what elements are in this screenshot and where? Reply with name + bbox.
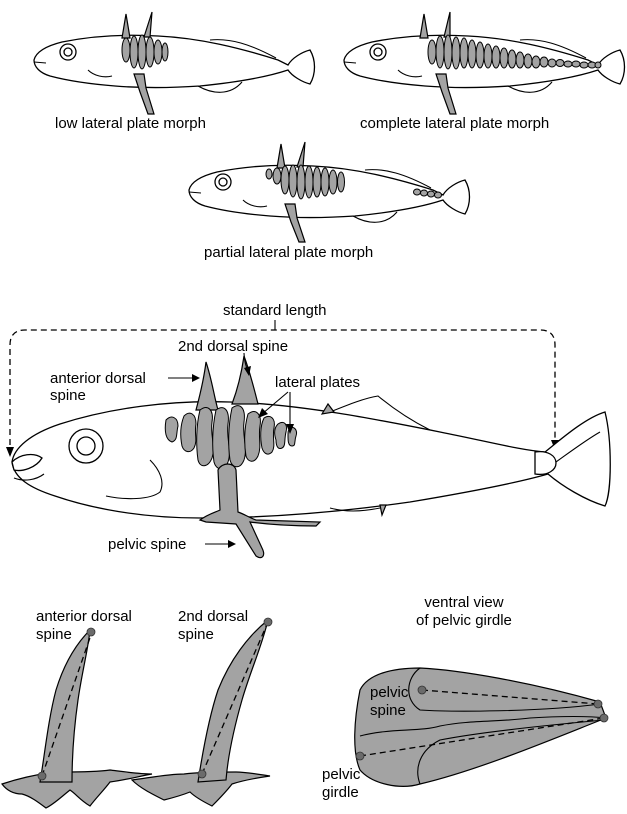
anterior-dorsal-spine-detail — [2, 628, 152, 808]
ventral-view-title: ventral view of pelvic girdle — [416, 594, 512, 630]
anterior-spine-detail-line2: spine — [36, 626, 132, 644]
ventral-pelvic-spine-line1: pelvic — [370, 684, 408, 702]
pelvic-spine-label: pelvic spine — [108, 536, 186, 553]
standard-length-label: standard length — [223, 302, 326, 319]
fish-complete-morph — [344, 12, 625, 114]
ventral-view-title-line2: of pelvic girdle — [416, 612, 512, 630]
ventral-view-title-line1: ventral view — [416, 594, 512, 612]
anterior-dorsal-spine-label-line2: spine — [50, 387, 146, 404]
ventral-pelvic-spine-line2: spine — [370, 702, 408, 720]
fish-low-morph — [34, 12, 315, 114]
fish-annotated — [6, 320, 610, 558]
anterior-spine-detail-line1: anterior dorsal — [36, 608, 132, 626]
ventral-pelvic-girdle-line2: girdle — [322, 784, 360, 802]
anterior-dorsal-spine-label-line1: anterior dorsal — [50, 370, 146, 387]
fish-partial-morph — [189, 142, 470, 242]
ventral-pelvic-spine-label: pelvic spine — [370, 684, 408, 720]
anterior-dorsal-spine-label: anterior dorsal spine — [50, 370, 146, 404]
second-dorsal-spine-detail — [132, 618, 272, 806]
second-spine-detail-line1: 2nd dorsal — [178, 608, 248, 626]
anterior-dorsal-spine — [196, 362, 218, 410]
ventral-pelvic-girdle-label: pelvic girdle — [322, 766, 360, 802]
low-morph-label: low lateral plate morph — [55, 115, 206, 132]
complete-morph-label: complete lateral plate morph — [360, 115, 549, 132]
second-dorsal-spine-label: 2nd dorsal spine — [178, 338, 288, 355]
second-spine-detail-label: 2nd dorsal spine — [178, 608, 248, 644]
second-spine-detail-line2: spine — [178, 626, 248, 644]
anterior-spine-detail-label: anterior dorsal spine — [36, 608, 132, 644]
lateral-plates-label: lateral plates — [275, 374, 360, 391]
partial-morph-label: partial lateral plate morph — [204, 244, 373, 261]
ventral-pelvic-girdle-line1: pelvic — [322, 766, 360, 784]
